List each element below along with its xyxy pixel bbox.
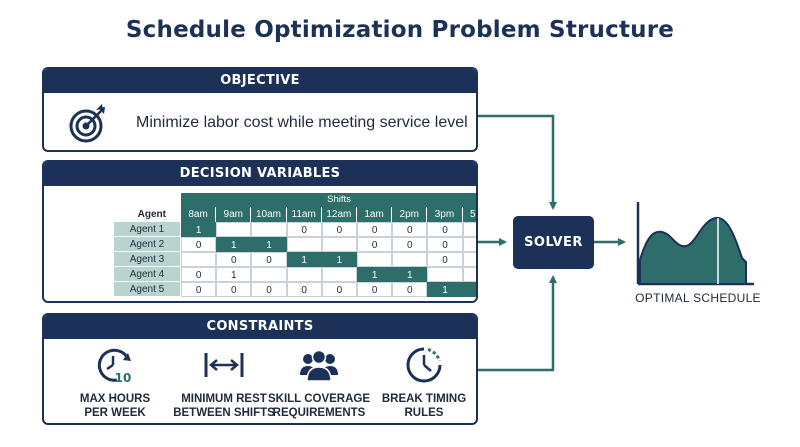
table-cell: 0 (392, 222, 428, 237)
table-cell: 1 (216, 237, 252, 252)
table-cell: 0 (181, 237, 217, 252)
agent-label: Agent 2 (114, 237, 180, 252)
constraint-skill-coverage-line2: REQUIREMENTS (272, 407, 366, 419)
table-cell: 0 (216, 282, 252, 297)
table-cell: 1 (321, 252, 357, 267)
double-arrow-icon (204, 353, 244, 377)
table-cell: 0 (462, 252, 476, 267)
constraint-max-hours-line2: PER WEEK (84, 407, 146, 419)
shift-header: 1am (357, 207, 393, 222)
agent-column-header: Agent (137, 209, 166, 220)
table-cell: 1 (181, 222, 217, 237)
shift-header: 3pm (427, 207, 463, 222)
table-cell: 1 (427, 282, 463, 297)
shift-header: 12am (321, 207, 357, 222)
clock-10-icon: 10 (97, 348, 132, 385)
table-cell: 0 (357, 282, 393, 297)
table-cell: 0 (286, 222, 322, 237)
table-cell: 0 (462, 222, 476, 237)
table-cell: 0 (321, 222, 357, 237)
table-cell (392, 252, 428, 267)
timer-icon (406, 347, 442, 383)
diagram-title: Schedule Optimization Problem Structure (125, 17, 675, 43)
shift-header: 11am (286, 207, 322, 222)
shift-header: 5am (462, 207, 476, 222)
optimal-schedule-chart-icon (636, 202, 754, 286)
table-cell: 1 (251, 237, 287, 252)
constraint-min-rest: MINIMUM REST BETWEEN SHIFTS (169, 345, 279, 420)
constraints-panel: CONSTRAINTS 10 MAX HOURS PER WEEK MINIMU… (42, 313, 478, 425)
table-cell: 0 (427, 252, 463, 267)
objective-text: Minimize labor cost while meeting servic… (136, 114, 468, 131)
table-cell: 0 (321, 282, 357, 297)
constraint-skill-coverage: SKILL COVERAGE REQUIREMENTS (264, 345, 374, 420)
table-cell: 0 (286, 282, 322, 297)
constraint-break-timing: BREAK TIMING RULES (369, 345, 476, 420)
shift-header: 9am (216, 207, 252, 222)
table-cell: 0 (392, 237, 428, 252)
objective-panel: OBJECTIVE Minimize labor cost while meet… (42, 67, 478, 152)
table-cell: 1 (357, 267, 393, 282)
objective-to-solver-arrow (478, 114, 557, 210)
people-group-icon (300, 349, 338, 382)
table-cell (462, 267, 476, 282)
target-icon (69, 104, 105, 143)
constraint-break-timing-line2: RULES (404, 407, 444, 419)
table-cell (286, 267, 322, 282)
table-cell: 0 (181, 267, 217, 282)
constraints-header: CONSTRAINTS (44, 315, 476, 339)
agent-label: Agent 3 (114, 252, 180, 267)
optimal-schedule-label: OPTIMAL SCHEDULE (635, 291, 761, 305)
shift-header: 2pm (392, 207, 428, 222)
table-cell: 0 (181, 282, 217, 297)
agent-label: Agent 4 (114, 267, 180, 282)
table-cell: 0 (427, 222, 463, 237)
table-cell (181, 252, 217, 267)
solver-box: SOLVER (513, 216, 594, 269)
table-cell (321, 267, 357, 282)
table-cell: 0 (357, 222, 393, 237)
decision-header: DECISION VARIABLES (44, 162, 476, 186)
constraints-to-solver-arrow (478, 275, 557, 372)
table-cell: 0 (462, 237, 476, 252)
table-cell (286, 237, 322, 252)
table-cell: 1 (392, 267, 428, 282)
table-cell: 0 (427, 237, 463, 252)
constraint-min-rest-line2: BETWEEN SHIFTS (173, 407, 275, 419)
table-cell (357, 252, 393, 267)
shift-header: 8am (181, 207, 217, 222)
shifts-title: Shifts (181, 193, 476, 207)
agent-label: Agent 5 (114, 282, 180, 297)
table-cell (251, 222, 287, 237)
table-cell (216, 222, 252, 237)
table-cell: 0 (251, 252, 287, 267)
constraint-break-timing-line1: BREAK TIMING (381, 393, 467, 405)
agent-label: Agent 1 (114, 222, 180, 237)
table-cell: 0 (216, 252, 252, 267)
svg-text:10: 10 (115, 371, 132, 385)
table-cell: 0 (251, 282, 287, 297)
table-cell: 1 (286, 252, 322, 267)
constraint-max-hours-line1: MAX HOURS (79, 393, 151, 405)
table-cell (321, 237, 357, 252)
table-cell (427, 267, 463, 282)
shift-header: 10am (251, 207, 287, 222)
table-cell (251, 267, 287, 282)
table-cell: 1 (462, 282, 476, 297)
table-cell: 1 (216, 267, 252, 282)
constraint-skill-coverage-line1: SKILL COVERAGE (267, 393, 371, 405)
table-cell: 0 (392, 282, 428, 297)
constraint-min-rest-line1: MINIMUM REST (181, 393, 267, 405)
table-cell: 0 (357, 237, 393, 252)
objective-header: OBJECTIVE (44, 69, 476, 93)
constraint-max-hours: 10 MAX HOURS PER WEEK (60, 345, 170, 420)
